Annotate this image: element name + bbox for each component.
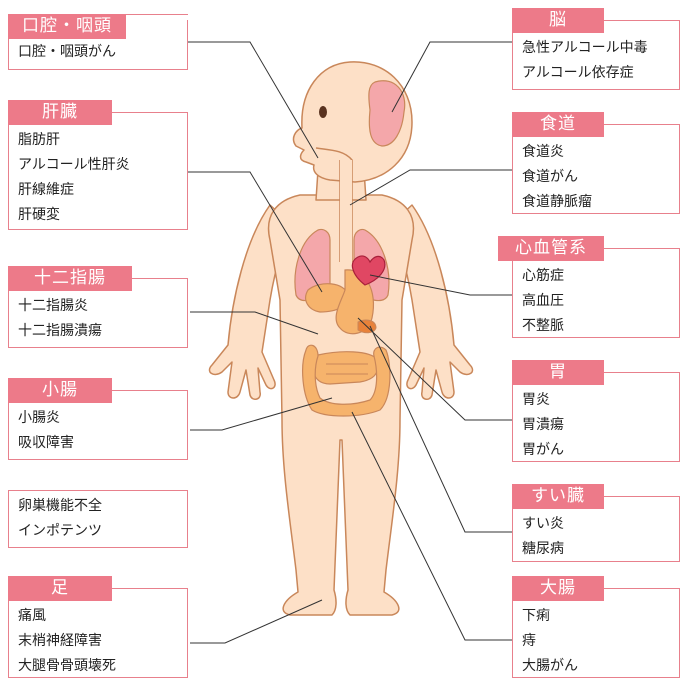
card-large-intestine-item: 下痢 [522,604,674,629]
card-pancreas-item: すい炎 [522,512,674,537]
card-large-intestine-item: 大腸がん [522,654,674,679]
card-mouth-title: 口腔・咽頭 [8,14,126,39]
card-brain-item: 急性アルコール中毒 [522,36,674,61]
card-foot: 足 痛風 末梢神経障害 大腿骨骨頭壊死 [8,582,188,678]
card-pancreas: すい臓 すい炎 糖尿病 [512,490,680,562]
card-reproductive-item: インポテンツ [18,519,182,544]
card-brain: 脳 急性アルコール中毒 アルコール依存症 [512,14,680,90]
card-duodenum: 十二指腸 十二指腸炎 十二指腸潰瘍 [8,272,188,348]
card-foot-item: 末梢神経障害 [18,629,182,654]
card-liver-item: 肝硬変 [18,203,182,228]
card-esophagus: 食道 食道炎 食道がん 食道静脈瘤 [512,118,680,214]
human-body-figure [209,62,472,615]
card-esophagus-item: 食道炎 [522,140,674,165]
card-cardiovascular: 心血管系 心筋症 高血圧 不整脈 [512,242,680,338]
card-brain-title: 脳 [512,8,604,33]
card-esophagus-title: 食道 [512,112,604,137]
card-large-intestine: 大腸 下痢 痔 大腸がん [512,582,680,678]
connector-brain [392,42,513,112]
card-stomach: 胃 胃炎 胃潰瘍 胃がん [512,366,680,462]
card-duodenum-item: 十二指腸潰瘍 [18,319,182,344]
card-small-intestine-title: 小腸 [8,378,112,403]
card-large-intestine-title: 大腸 [512,576,604,601]
card-duodenum-item: 十二指腸炎 [18,294,182,319]
card-stomach-item: 胃がん [522,438,674,463]
card-small-intestine-item: 吸収障害 [18,431,182,456]
small-intestine-organ [314,352,379,384]
card-cardiovascular-item: 心筋症 [522,264,674,289]
card-pancreas-title: すい臓 [512,484,604,509]
card-small-intestine-item: 小腸炎 [18,406,182,431]
card-stomach-item: 胃潰瘍 [522,413,674,438]
card-cardiovascular-item: 不整脈 [522,314,674,339]
card-foot-title: 足 [8,576,112,601]
card-mouth: 口腔・咽頭 口腔・咽頭がん [8,14,188,70]
card-duodenum-title: 十二指腸 [8,266,132,291]
card-liver-item: 肝線維症 [18,178,182,203]
card-brain-item: アルコール依存症 [522,61,674,86]
card-foot-item: 大腿骨骨頭壊死 [18,654,182,679]
eye-icon [319,106,327,118]
card-stomach-title: 胃 [512,360,604,385]
card-reproductive-item: 卵巣機能不全 [18,494,182,519]
card-liver-item: 脂肪肝 [18,128,182,153]
card-foot-item: 痛風 [18,604,182,629]
card-liver-item: アルコール性肝炎 [18,153,182,178]
card-liver: 肝臓 脂肪肝 アルコール性肝炎 肝線維症 肝硬変 [8,106,188,230]
card-cardiovascular-title: 心血管系 [498,236,604,261]
card-pancreas-item: 糖尿病 [522,537,674,562]
card-esophagus-item: 食道がん [522,165,674,190]
card-mouth-item: 口腔・咽頭がん [18,40,182,65]
card-reproductive: 卵巣機能不全 インポテンツ [8,490,188,548]
card-esophagus-item: 食道静脈瘤 [522,190,674,215]
card-liver-title: 肝臓 [8,100,112,125]
card-stomach-item: 胃炎 [522,388,674,413]
card-large-intestine-item: 痔 [522,629,674,654]
card-cardiovascular-item: 高血圧 [522,289,674,314]
card-small-intestine: 小腸 小腸炎 吸収障害 [8,384,188,460]
